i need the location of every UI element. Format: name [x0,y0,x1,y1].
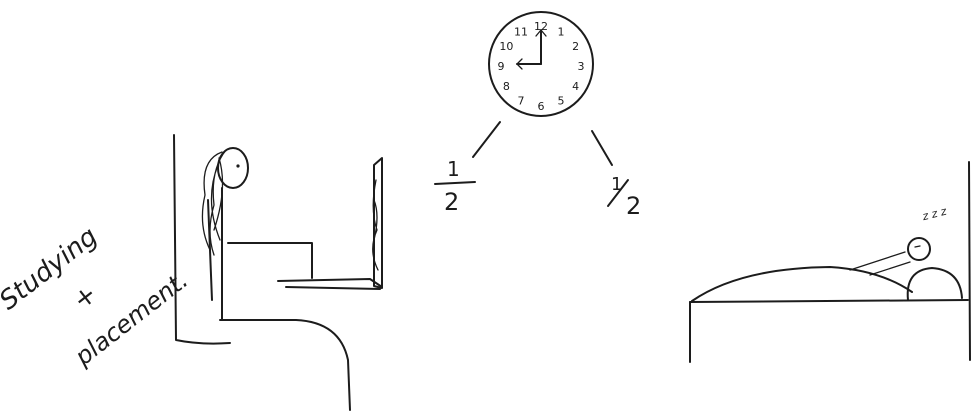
fraction-left-denominator: 2 [444,188,459,216]
clock-numeral-11: 11 [514,25,528,38]
fraction-left-numerator: 1 [447,157,460,181]
person-arm [228,243,312,278]
clock-numeral-3: 3 [578,60,585,73]
fraction-left-bar [435,182,475,184]
clock-numeral-6: 6 [538,100,545,113]
sleeper-closed-eye [915,246,920,247]
study-scene [174,135,382,410]
fraction-left: 1 2 [435,157,475,216]
pillow [908,268,962,300]
fraction-right-denominator: 2 [626,192,641,220]
laptop-base [278,279,382,289]
fraction-right-numerator: 1 [611,174,622,195]
split-line-right [592,131,612,165]
fraction-right: 1 2 [608,174,641,220]
person-eye [236,164,239,167]
mattress [690,300,968,302]
clock-numeral-1: 1 [558,25,565,38]
clock-numeral-2: 2 [572,40,579,53]
caption-plus: + [67,279,103,316]
sleeper-head [908,238,930,260]
caption: Studying + placement. [0,194,193,386]
headboard [969,162,970,360]
clock-numeral-4: 4 [572,80,579,93]
sleep-scene: z z z [690,162,970,362]
clock-numeral-8: 8 [503,80,510,93]
chair-seat [220,320,350,410]
snore-text: z z z [920,205,948,224]
split-line-left [473,122,500,157]
clock-numeral-9: 9 [498,60,505,73]
clock-numeral-7: 7 [518,95,525,108]
clock-numeral-5: 5 [558,95,565,108]
clock-numeral-10: 10 [499,40,513,53]
